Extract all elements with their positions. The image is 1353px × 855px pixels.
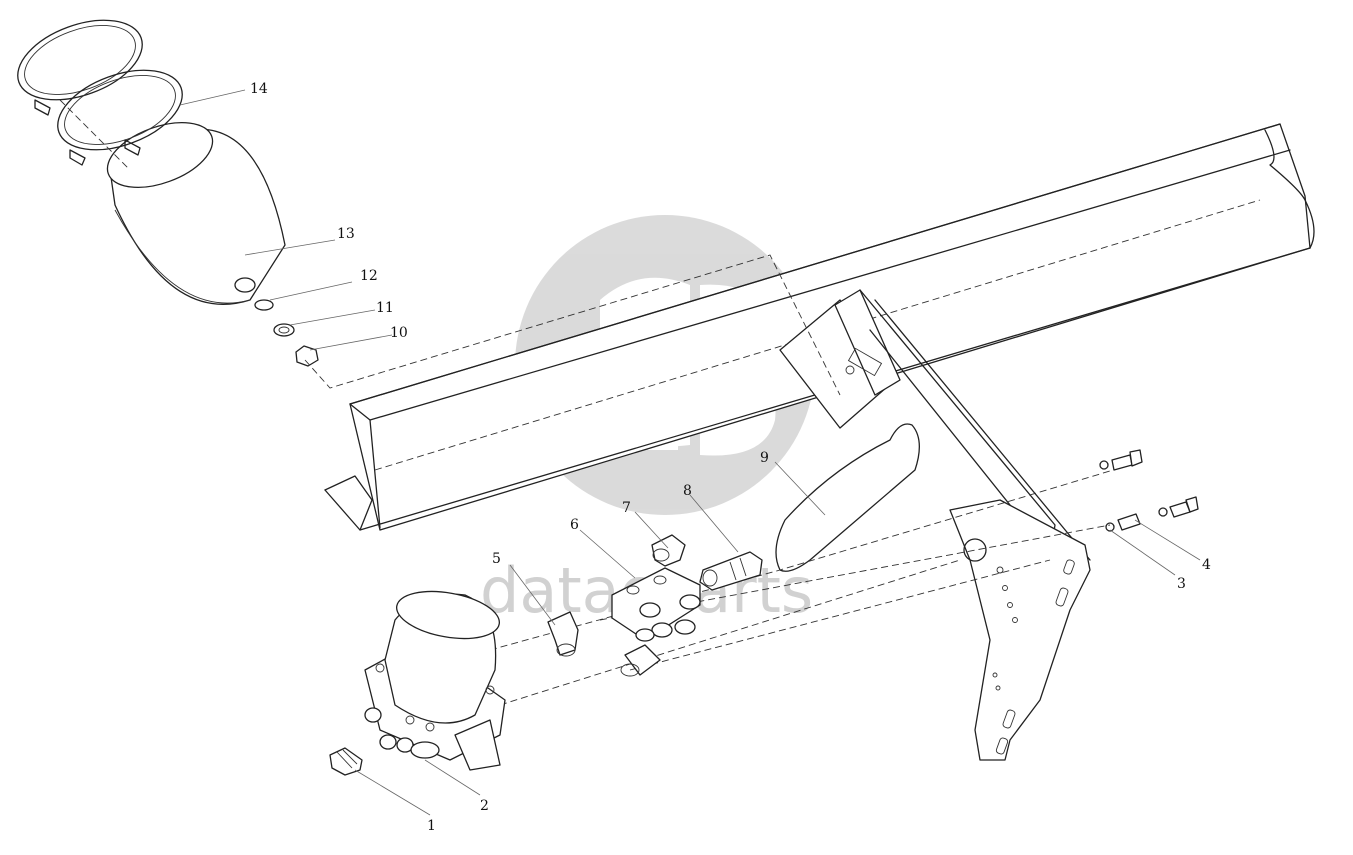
part-5-elbow	[547, 611, 579, 657]
parts-10-12-drain-plug	[254, 299, 319, 367]
part-13-air-tank	[106, 122, 286, 305]
leader-lines	[179, 89, 1201, 816]
callout-11: 11	[376, 300, 394, 316]
callout-3: 3	[1177, 576, 1186, 592]
part-1-fitting	[329, 747, 363, 776]
part-2-air-dryer	[364, 590, 506, 771]
parts-3-4-bolts	[1099, 449, 1199, 532]
callout-2: 2	[480, 798, 489, 814]
callout-10: 10	[390, 325, 408, 341]
callout-4: 4	[1202, 557, 1211, 573]
callout-14: 14	[250, 81, 268, 97]
callout-6: 6	[570, 517, 579, 533]
callout-13: 13	[337, 226, 355, 242]
lower-elbow-fitting	[620, 644, 661, 677]
part-14-straps	[17, 19, 183, 166]
callout-labels: 1 2 3 4 5 6 7 8 9 10 11 12 13 14	[250, 81, 1211, 834]
part-9-curved-bracket	[775, 423, 920, 572]
callout-7: 7	[622, 500, 631, 516]
assembly-centerlines	[59, 99, 1131, 706]
part-7-elbow	[651, 534, 686, 567]
part-8-connector	[699, 551, 763, 591]
part-6-valve-block	[611, 567, 701, 642]
callout-9: 9	[760, 450, 769, 466]
callout-1: 1	[427, 818, 436, 834]
callout-12: 12	[360, 268, 378, 284]
callout-5: 5	[492, 551, 501, 567]
vertical-bracket-plate	[949, 499, 1091, 761]
callout-8: 8	[683, 483, 692, 499]
